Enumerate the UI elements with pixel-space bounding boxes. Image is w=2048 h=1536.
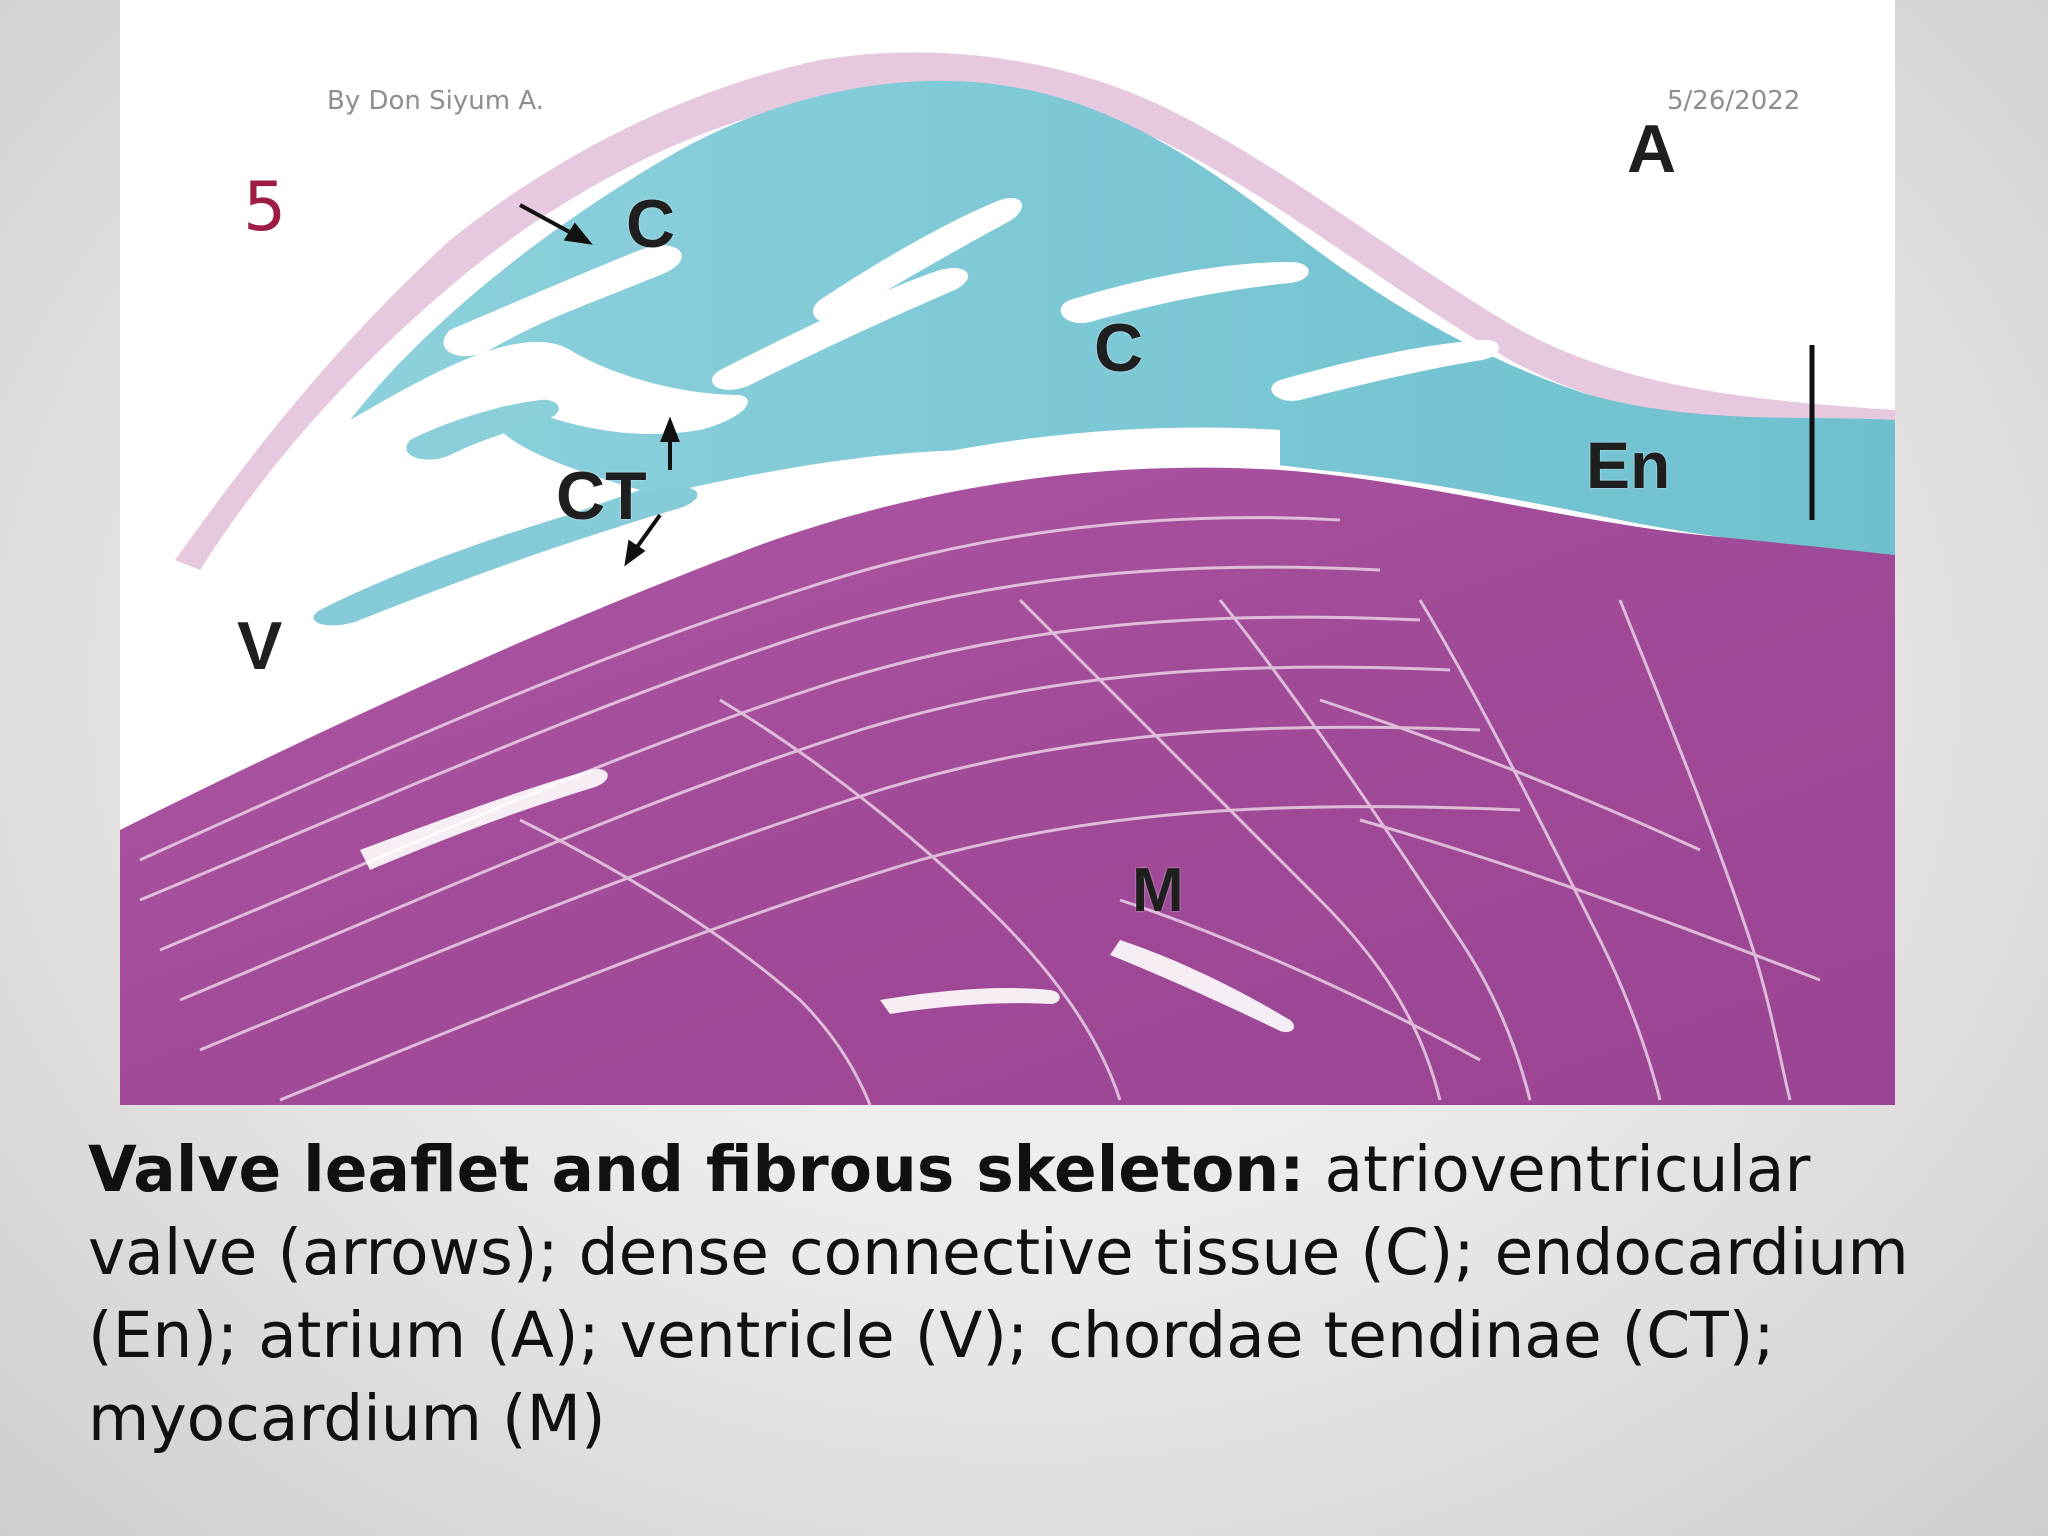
caption-text: atrioventricular valve (arrows); dense c… <box>88 1133 1909 1455</box>
myocardium-gaps <box>360 768 1295 1033</box>
connective-tissue-region <box>350 80 1895 611</box>
figure-label-ct: CT <box>556 458 647 534</box>
tissue-cleft <box>443 245 682 357</box>
micrograph-drawing <box>120 52 1895 1105</box>
tissue-cleft <box>711 268 969 390</box>
arrow-valve-leaflet-head <box>563 222 593 245</box>
myocardium-region <box>120 467 1895 1105</box>
figure-caption: Valve leaflet and fibrous skeleton: atri… <box>88 1128 1988 1460</box>
histology-micrograph <box>120 0 1895 1105</box>
arrow-ct-down <box>633 513 662 552</box>
figure-label-c-upper: C <box>626 186 676 262</box>
arrows <box>519 203 1815 567</box>
caption-title: Valve leaflet and fibrous skeleton: <box>88 1133 1305 1206</box>
figure-label-en: En <box>1586 428 1671 502</box>
figure-label-a: A <box>1627 111 1677 187</box>
tissue-cleft <box>813 198 1022 322</box>
figure-label-c-middle: C <box>1094 310 1144 386</box>
slide-number: 5 <box>243 168 287 247</box>
header-author: By Don Siyum A. <box>327 86 544 116</box>
myocardium-fibers <box>139 516 1821 1105</box>
arrow-ct-up-head <box>660 416 680 442</box>
arrow-valve-leaflet <box>519 203 576 237</box>
header-date: 5/26/2022 <box>1667 86 1801 116</box>
chordae-tendinae-structure <box>313 487 698 626</box>
chordae-tendinae-structure <box>406 399 559 460</box>
ventricular-lumen <box>120 427 1280 830</box>
tissue-cleft <box>1060 262 1309 324</box>
arrow-ct-down-head <box>624 539 646 567</box>
tissue-cleft <box>1271 339 1500 401</box>
figure-label-v: V <box>237 608 283 684</box>
figure-label-m: M <box>1132 856 1184 925</box>
